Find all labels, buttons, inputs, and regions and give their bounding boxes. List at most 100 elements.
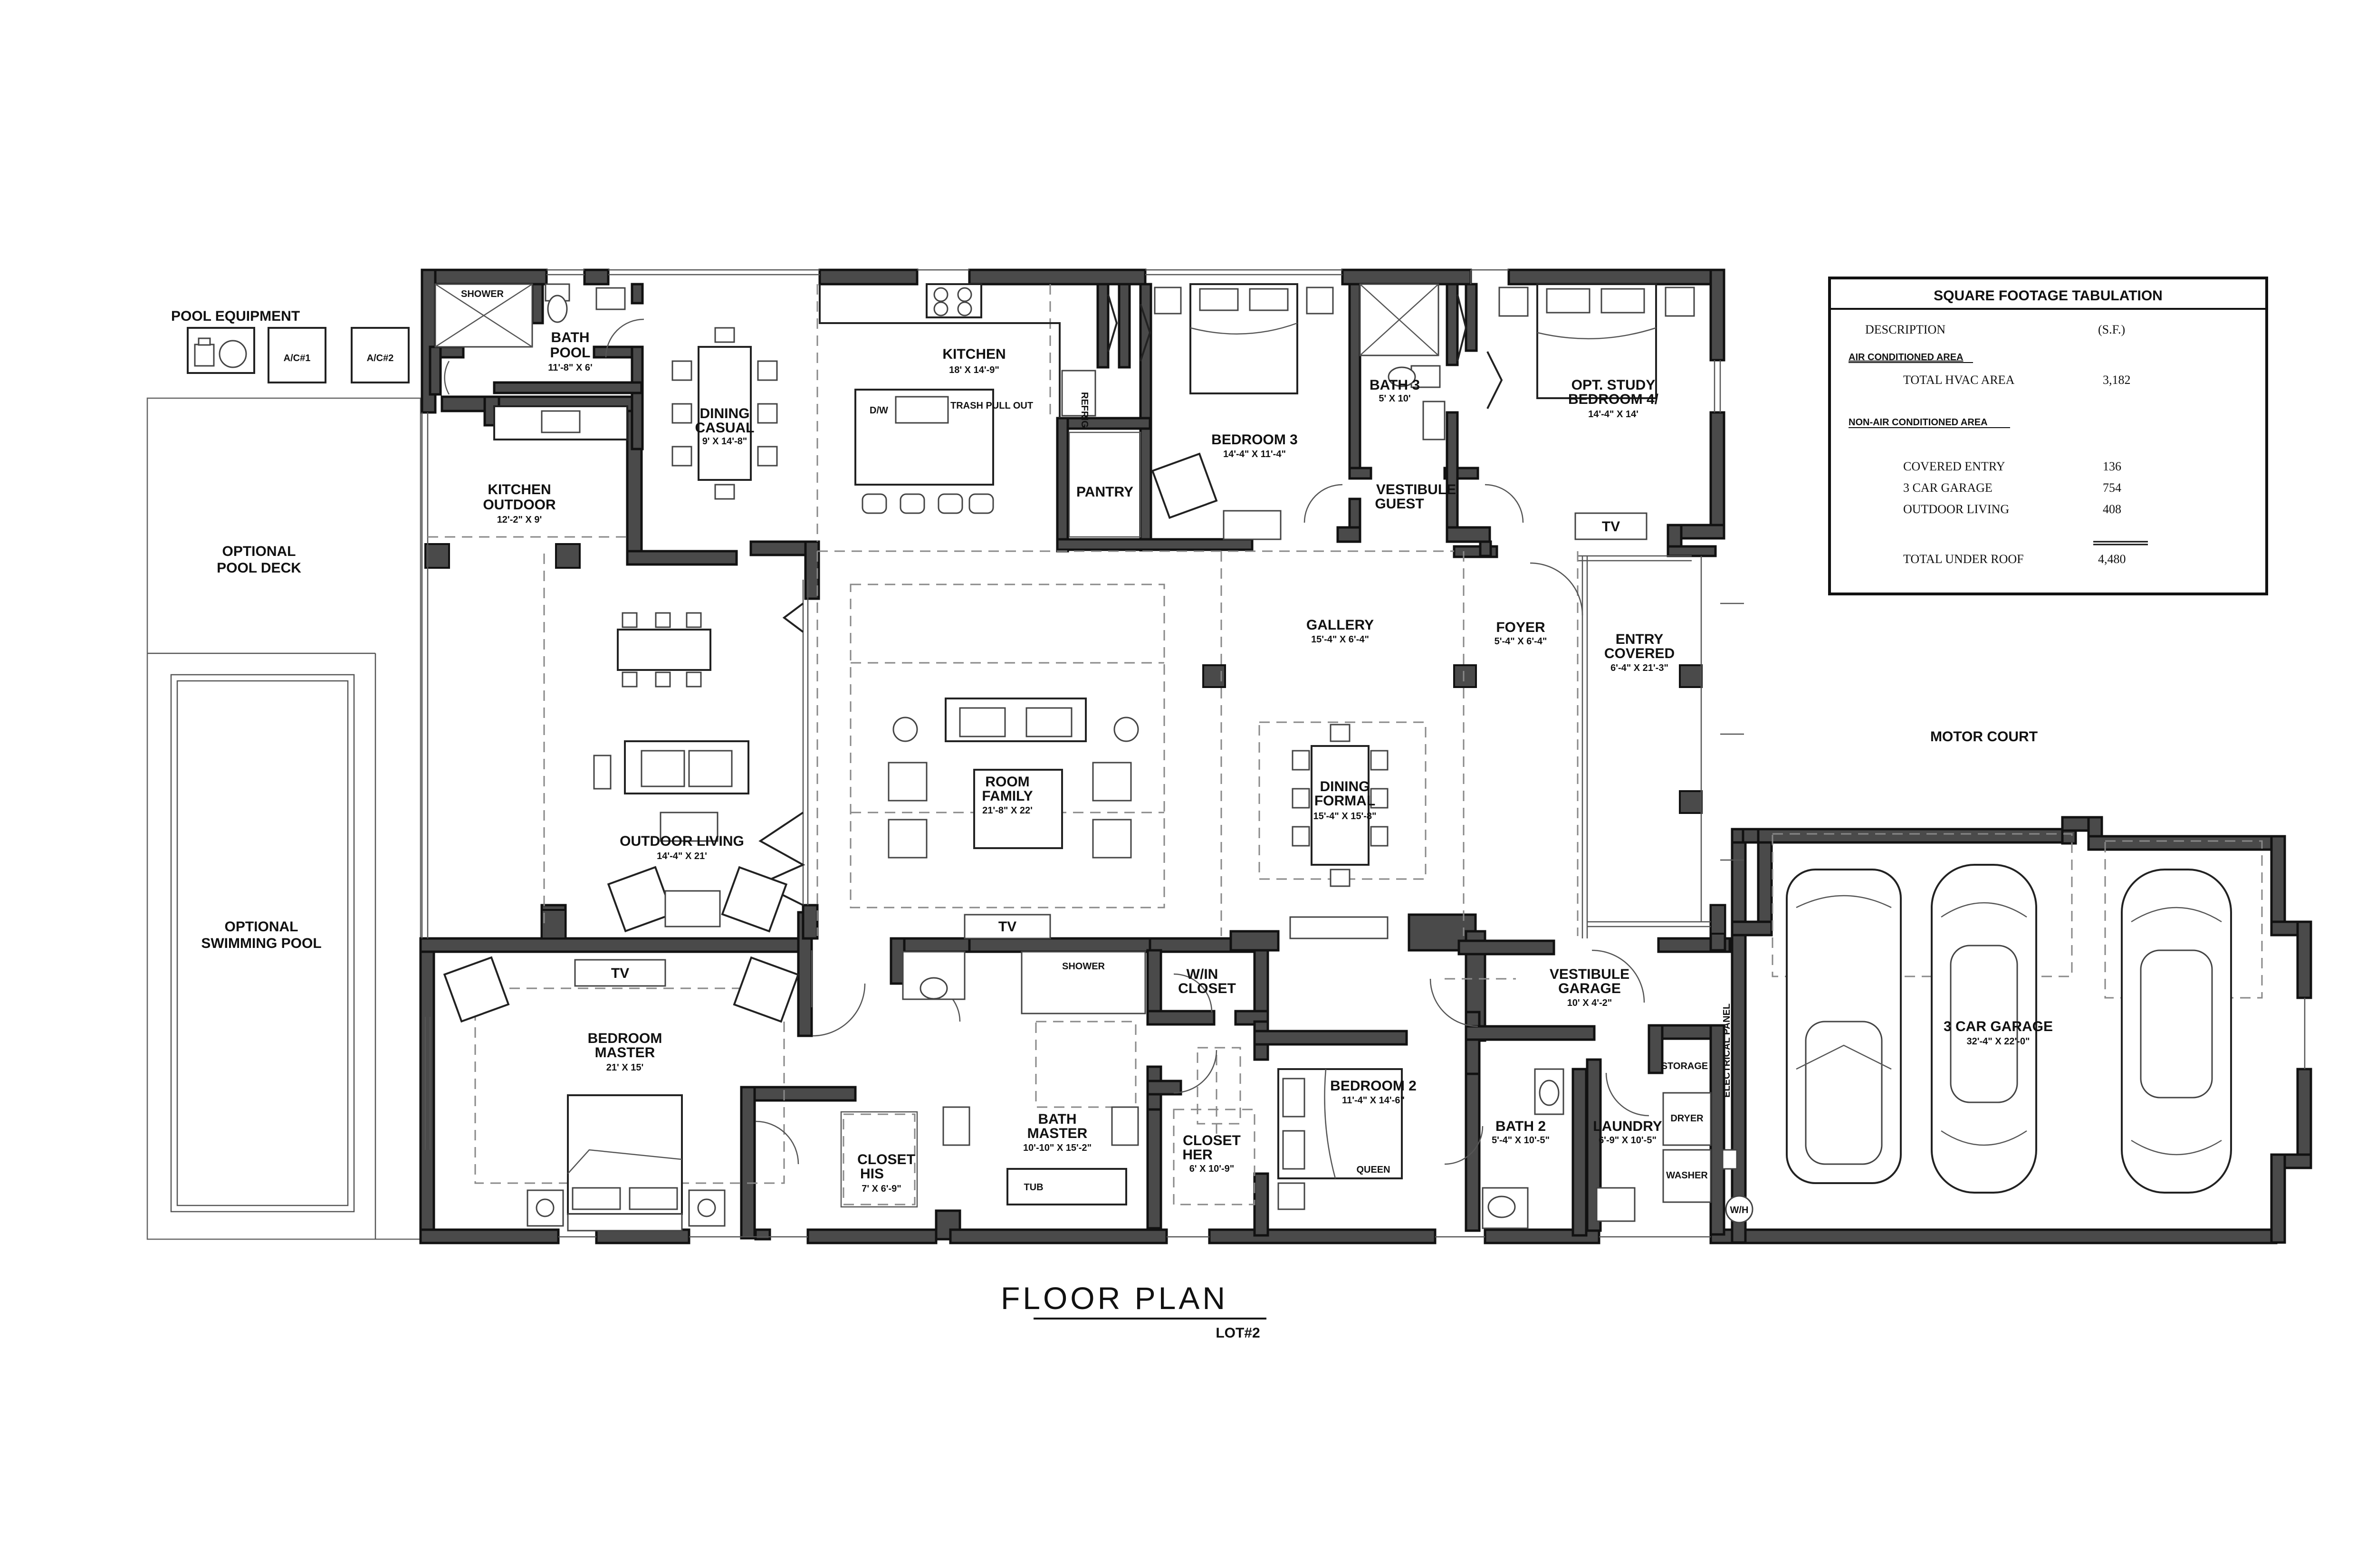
- car-3: [2121, 869, 2232, 1194]
- garage-label: 3 CAR GARAGE: [1944, 1019, 2053, 1034]
- square-footage-tabulation: SQUARE FOOTAGE TABULATION DESCRIPTION (S…: [1828, 277, 2268, 595]
- kitchen-outdoor-label-a: KITCHEN: [488, 482, 551, 497]
- bedroom2-label: BEDROOM 2: [1330, 1078, 1417, 1094]
- tub-label: TUB: [1024, 1182, 1043, 1193]
- master-bedroom-dim: 21' X 15': [606, 1062, 643, 1073]
- vestibule-guest-label-a: VESTIBULE: [1376, 482, 1456, 497]
- closet-his-dim: 7' X 6'-9": [862, 1184, 901, 1194]
- bath2-dim: 5'-4" X 10'-5": [1492, 1135, 1550, 1146]
- bedroom3-label: BEDROOM 3: [1211, 432, 1298, 448]
- ac2-pad: [351, 327, 410, 383]
- laundry-dim: 6'-9" X 10'-5": [1599, 1135, 1657, 1146]
- tabulation-ac-row-label: TOTAL HVAC AREA: [1903, 373, 2015, 387]
- family-tv: [964, 914, 1051, 939]
- bedroom4-tv-label: TV: [1602, 519, 1620, 535]
- washer-label: WASHER: [1666, 1170, 1708, 1181]
- dw-label: D/W: [870, 405, 888, 416]
- dining-formal-label-a: DINING: [1320, 779, 1370, 794]
- pool-label-b: SWIMMING POOL: [201, 936, 321, 951]
- dining-casual-label-a: DINING: [700, 406, 750, 421]
- tabulation-section-ac: AIR CONDITIONED AREA: [1849, 352, 1963, 363]
- tabulation-non-row-value: 408: [2103, 502, 2121, 516]
- tabulation-non-row-value: 754: [2103, 481, 2121, 495]
- ac1-label: A/C#1: [284, 353, 311, 363]
- tabulation-title: SQUARE FOOTAGE TABULATION: [1934, 288, 2163, 304]
- tabulation-rows-ac: TOTAL HVAC AREA 3,182: [1903, 373, 2131, 387]
- bath3-label: BATH 3: [1370, 377, 1420, 393]
- drawing-title: FLOOR PLAN LOT#2: [1001, 1281, 1266, 1341]
- dashed-lines: [428, 284, 2263, 1184]
- bedroom4-label-b: BEDROOM 4/: [1568, 392, 1659, 407]
- bedroom4-dim: 14'-4" X 14': [1588, 409, 1638, 420]
- wic-label-b: CLOSET: [1178, 981, 1236, 996]
- outdoor-living-label: OUTDOOR LIVING: [620, 833, 744, 849]
- kitchen-label: KITCHEN: [942, 346, 1006, 362]
- tabulation-non-row-label: OUTDOOR LIVING: [1903, 502, 2009, 516]
- closet-her-label-a: CLOSET: [1183, 1133, 1241, 1148]
- bath2-label: BATH 2: [1495, 1119, 1546, 1134]
- wh-label: W/H: [1730, 1205, 1749, 1215]
- outdoor-living-dim: 14'-4" X 21': [657, 851, 707, 861]
- master-shower-label: SHOWER: [1062, 961, 1105, 972]
- bath-pool-label-a: BATH: [551, 330, 589, 345]
- dining-formal-dim: 15'-4" X 15'-8": [1313, 811, 1377, 822]
- ac2-label: A/C#2: [367, 353, 394, 363]
- tabulation-col-description: DESCRIPTION: [1865, 323, 1945, 336]
- wic-label-a: W/IN: [1187, 966, 1218, 982]
- furniture: REFRIG D/W TRASH PULL OUT: [434, 283, 1753, 1232]
- trash-label: TRASH PULL OUT: [950, 401, 1033, 411]
- lot-label: LOT#2: [1216, 1325, 1260, 1341]
- family-room-label-b: FAMILY: [982, 788, 1033, 804]
- storage-label: STORAGE: [1661, 1061, 1708, 1071]
- garage-cars: [1786, 864, 2232, 1194]
- tabulation-non-row-label: COVERED ENTRY: [1903, 459, 2005, 473]
- pool-equipment-label: POOL EQUIPMENT: [171, 308, 300, 324]
- pantry-label: PANTRY: [1076, 484, 1133, 500]
- kitchen-island: [854, 389, 994, 486]
- swimming-pool-outline: [170, 674, 355, 1213]
- master-tv-label: TV: [611, 966, 629, 981]
- pool-deck-label-a: OPTIONAL: [222, 544, 296, 559]
- bath-pool-label-b: POOL: [550, 345, 590, 361]
- bedroom2-queen-label: QUEEN: [1356, 1165, 1390, 1175]
- doors: [444, 294, 1649, 1165]
- porch-lines: [421, 269, 2306, 1238]
- vestibule-guest-label-b: GUEST: [1375, 496, 1424, 512]
- motor-court-label: MOTOR COURT: [1930, 729, 2038, 745]
- closet-her-label-b: HER: [1182, 1147, 1213, 1163]
- dining-casual-label-b: CASUAL: [695, 420, 755, 436]
- gallery-dim: 15'-4" X 6'-4": [1311, 634, 1369, 645]
- master-bedroom-label-a: BEDROOM: [588, 1031, 662, 1046]
- refrig-label: REFRIG: [1079, 392, 1090, 428]
- pool-deck-label-b: POOL DECK: [217, 560, 301, 576]
- family-room-dim: 21'-8" X 22': [982, 805, 1033, 816]
- interior-walls: [429, 283, 1498, 558]
- family-coffee-table: [973, 769, 1063, 849]
- vestibule-garage-label-b: GARAGE: [1558, 981, 1621, 996]
- master-tv: [574, 959, 666, 987]
- foyer-dim: 5'-4" X 6'-4": [1495, 636, 1547, 647]
- tabulation-ac-row-value: 3,182: [2103, 373, 2131, 387]
- tabulation-total-label: TOTAL UNDER ROOF: [1903, 552, 2024, 566]
- bedroom2-dim: 11'-4" X 14'-6": [1342, 1095, 1405, 1106]
- bedroom4-label-a: OPT. STUDY: [1571, 377, 1656, 393]
- master-tub: [1006, 1168, 1127, 1205]
- dining-casual-dim: 9' X 14'-8": [702, 436, 747, 447]
- gallery-label: GALLERY: [1306, 617, 1374, 633]
- closet-her-dim: 6' X 10'-9": [1189, 1164, 1235, 1174]
- family-room-label-a: ROOM: [985, 774, 1029, 790]
- bedroom3-dim: 14'-4" X 11'-4": [1223, 449, 1286, 459]
- kitchen-outdoor-dim: 12'-2" X 9': [497, 515, 542, 525]
- master-shower: [1021, 951, 1146, 1014]
- car-1: [1786, 869, 1902, 1184]
- electrical-panel-label: ELECTRICAL PANEL: [1722, 1004, 1732, 1098]
- kitchen-outdoor-label-b: OUTDOOR: [483, 497, 556, 513]
- master-bedroom-label-b: MASTER: [595, 1045, 655, 1061]
- bath-pool-dim: 11'-8" X 6': [548, 363, 593, 373]
- formal-dining-rug: [1258, 721, 1427, 880]
- bath3-dim: 5' X 10': [1379, 393, 1410, 404]
- entry-covered-label-b: COVERED: [1604, 646, 1675, 661]
- floor-plan-title: FLOOR PLAN: [1001, 1281, 1228, 1316]
